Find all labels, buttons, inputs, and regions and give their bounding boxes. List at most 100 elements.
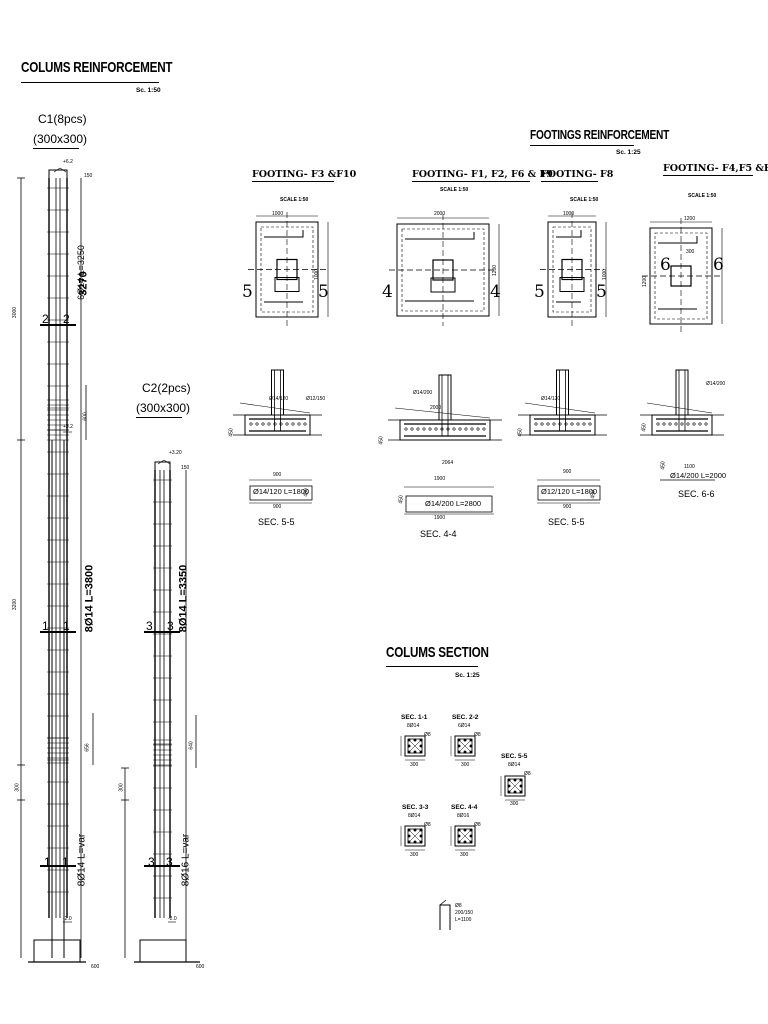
footing-3-plan-bar-top [556, 230, 582, 238]
columns-title-underline [21, 82, 159, 83]
footing-3-bar-spec: Ø12/120 L=1800 [541, 487, 598, 496]
sec-3-bar: 8Ø14 [408, 813, 421, 819]
footing-2-section-bar-dot [458, 427, 462, 431]
c2-mark-3-lower-right: 3 [166, 855, 173, 869]
col-sec-4-cross-b [457, 828, 473, 844]
c2-bottom-level: -2.0 [168, 916, 177, 922]
footing-2-section-bar-dot [434, 427, 438, 431]
col-sec-5-bar-dot [519, 790, 523, 794]
footing-1-section-bar-dot [291, 422, 295, 426]
footing-3-section-bar-dot [570, 422, 574, 426]
col-sec-5-outline [504, 775, 526, 797]
c1-dim-600: 600 [82, 412, 89, 421]
sec-1-label: SEC. 1-1 [401, 714, 428, 721]
sec-3-tie: Ø8 [424, 822, 431, 828]
c1-mark-1-right: 1 [63, 619, 70, 633]
footing-1-bar-spec-box [249, 485, 313, 501]
footing-3-section-bar-dot [576, 422, 580, 426]
c2-bar-upper: 8Ø14 L=3350 [177, 564, 190, 633]
footing-1-section-bar-dot [285, 422, 289, 426]
col-sec-4-bar-dot [469, 834, 473, 838]
c2-base-width: 600 [196, 964, 205, 970]
footing-1-bar-spec: Ø14/120 L=1800 [253, 487, 310, 496]
footing-1-plan-bar-top [264, 230, 304, 238]
col-sec-1-bar-dot [407, 744, 411, 748]
c1-size: (300x300) [33, 132, 88, 146]
footing-3-section-bar-dot [558, 422, 562, 426]
sec-2-tie: Ø8 [474, 732, 481, 738]
footing-2-sec-height-left: 450 [398, 495, 405, 504]
c2-size: (300x300) [136, 401, 191, 415]
col-sec-3-cross-b [407, 828, 423, 844]
col-sec-1-bar-dot [413, 738, 417, 742]
c1-bar-lower: 8Ø14 L=var [76, 833, 88, 887]
col-sec-3-bar-dot [413, 828, 417, 832]
footing-2-width: 2000 [434, 211, 446, 217]
footing-3-section-bar-dot [588, 422, 592, 426]
footings-reinforcement-title: FOOTINGS REINFORCEMENT [530, 127, 670, 142]
footing-3-underline [541, 181, 598, 182]
footing-2-sec-top-dim: 2000 [430, 405, 442, 411]
footing-4-section-bar-dot [704, 422, 708, 426]
footing-2-section-bar-dot [416, 427, 420, 431]
footing-2-section-bar-dot [452, 427, 456, 431]
footing-1-section-bar-dot [273, 422, 277, 426]
c2-dim-640: 640 [188, 741, 195, 750]
footing-2-sec-dim-b: 2064 [442, 460, 454, 466]
footing-3-section-column [556, 369, 569, 416]
footing-2-sec-inner: 1900 [434, 515, 446, 521]
footing-2-name: FOOTING- F1, F2, F6 & F9 [412, 169, 553, 180]
footing-2-sec-bar-a: Ø14/200 [413, 390, 433, 396]
stirrup-tie: Ø8 [455, 903, 462, 909]
col-sec-3-bar-dot [419, 828, 423, 832]
footing-2-bar-spec: Ø14/200 L=2800 [425, 499, 482, 508]
footing-2-section-bar-dot [482, 427, 486, 431]
footing-4-section-bar-dot [680, 422, 684, 426]
footing-2-section-bar-dot [422, 427, 426, 431]
footing-2-sec-label: SEC. 4-4 [420, 529, 457, 539]
footing-2-section-bar-dot [410, 427, 414, 431]
sec-1-tie: Ø8 [424, 732, 431, 738]
footing-1-sec-height-right: 450 [303, 488, 310, 497]
c1-mark-2-left: 2 [42, 312, 49, 326]
col-sec-4-bar-dot [457, 834, 461, 838]
c1-bar-upper-len: 3270 [77, 271, 90, 296]
footing-2-section-column [438, 374, 452, 421]
c2-mark-3-right: 3 [167, 619, 174, 633]
footing-4-bar-spec: Ø14/200 L=2000 [670, 471, 727, 480]
footing-3-section-bar-dot [546, 422, 550, 426]
c1-mark-1-lower-right: 1 [62, 855, 69, 869]
col-sec-1-bar-dot [407, 750, 411, 754]
footing-1-sec-label: SEC. 5-5 [258, 517, 295, 527]
footing-4-section-bar-dot [674, 422, 678, 426]
col-sec-2-bar-dot [469, 744, 473, 748]
footing-3-section-bar-dot [582, 422, 586, 426]
c1-dim-656: 656 [84, 743, 91, 752]
footing-4-depth: 1200 [642, 275, 649, 288]
col-sec-2-bar-dot [457, 744, 461, 748]
footing-3-plan-scale: SCALE 1:50 [570, 197, 599, 203]
c2-top-level-arrow [157, 459, 171, 465]
c1-dim-3200: 3200 [12, 598, 19, 611]
footing-3-sec-height: 450 [517, 428, 524, 437]
columns-reinforcement-title: COLUMS REINFORCEMENT [21, 59, 173, 76]
footing-3-mark-right: 5 [596, 282, 607, 302]
col-sec-1-bar-dot [413, 750, 417, 754]
c1-name: C1(8pcs) [38, 112, 87, 126]
col-sec-1-cross-b [407, 738, 423, 754]
footing-1-width: 1000 [272, 211, 284, 217]
footing-3-sec-label: SEC. 5-5 [548, 517, 585, 527]
sec-4-dim: 300 [460, 852, 469, 858]
col-sec-3-bar-dot [407, 828, 411, 832]
footing-1-sec-width: 900 [273, 472, 282, 478]
stirrup-length: L=1100 [455, 917, 472, 923]
footing-1-sec-bar-a: Ø14/120 [269, 396, 289, 402]
col-sec-2-bar-dot [463, 750, 467, 754]
col-sec-5-bar-dot [519, 778, 523, 782]
columns-scale: Sc. 1:50 [136, 87, 161, 94]
footing-2-mark-right: 4 [490, 282, 501, 302]
c1-top-level: +6.2 [63, 159, 73, 165]
footing-4-sec-width: 1100 [684, 464, 695, 470]
footing-4-underline [663, 175, 753, 176]
